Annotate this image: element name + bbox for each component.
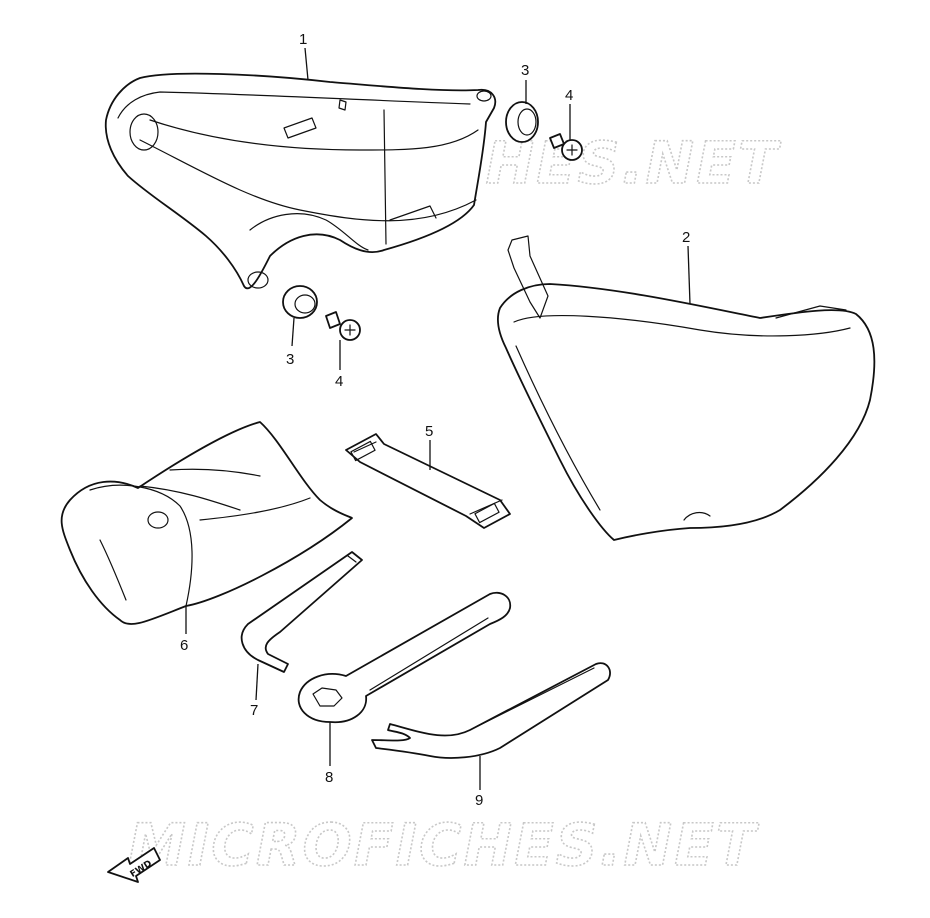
frame-cover-right[interactable]	[497, 235, 876, 541]
hook-wrench[interactable]	[371, 662, 611, 759]
callout-4-lower: 4	[335, 373, 343, 390]
wrench[interactable]	[297, 591, 512, 724]
callout-6: 6	[180, 637, 188, 654]
leader-lines	[185, 47, 691, 790]
frame-cover-left[interactable]	[104, 72, 497, 290]
callout-9: 9	[475, 792, 483, 809]
bolt-lower[interactable]	[325, 311, 361, 341]
watermark-bottom: MICROFICHES.NET	[128, 811, 760, 879]
grommet-lower[interactable]	[282, 285, 318, 319]
callout-2: 2	[682, 229, 690, 246]
tool-bag[interactable]	[60, 421, 353, 625]
callout-3-lower: 3	[286, 351, 294, 368]
callout-7: 7	[250, 702, 258, 719]
callout-8: 8	[325, 769, 333, 786]
callout-1: 1	[299, 31, 307, 48]
strap[interactable]	[345, 433, 511, 529]
grommet-upper[interactable]	[505, 101, 539, 143]
callout-5: 5	[425, 423, 433, 440]
hex-key[interactable]	[240, 551, 363, 673]
callout-4-upper: 4	[565, 87, 573, 104]
bolt-upper[interactable]	[549, 133, 583, 161]
callout-3-upper: 3	[521, 62, 529, 79]
